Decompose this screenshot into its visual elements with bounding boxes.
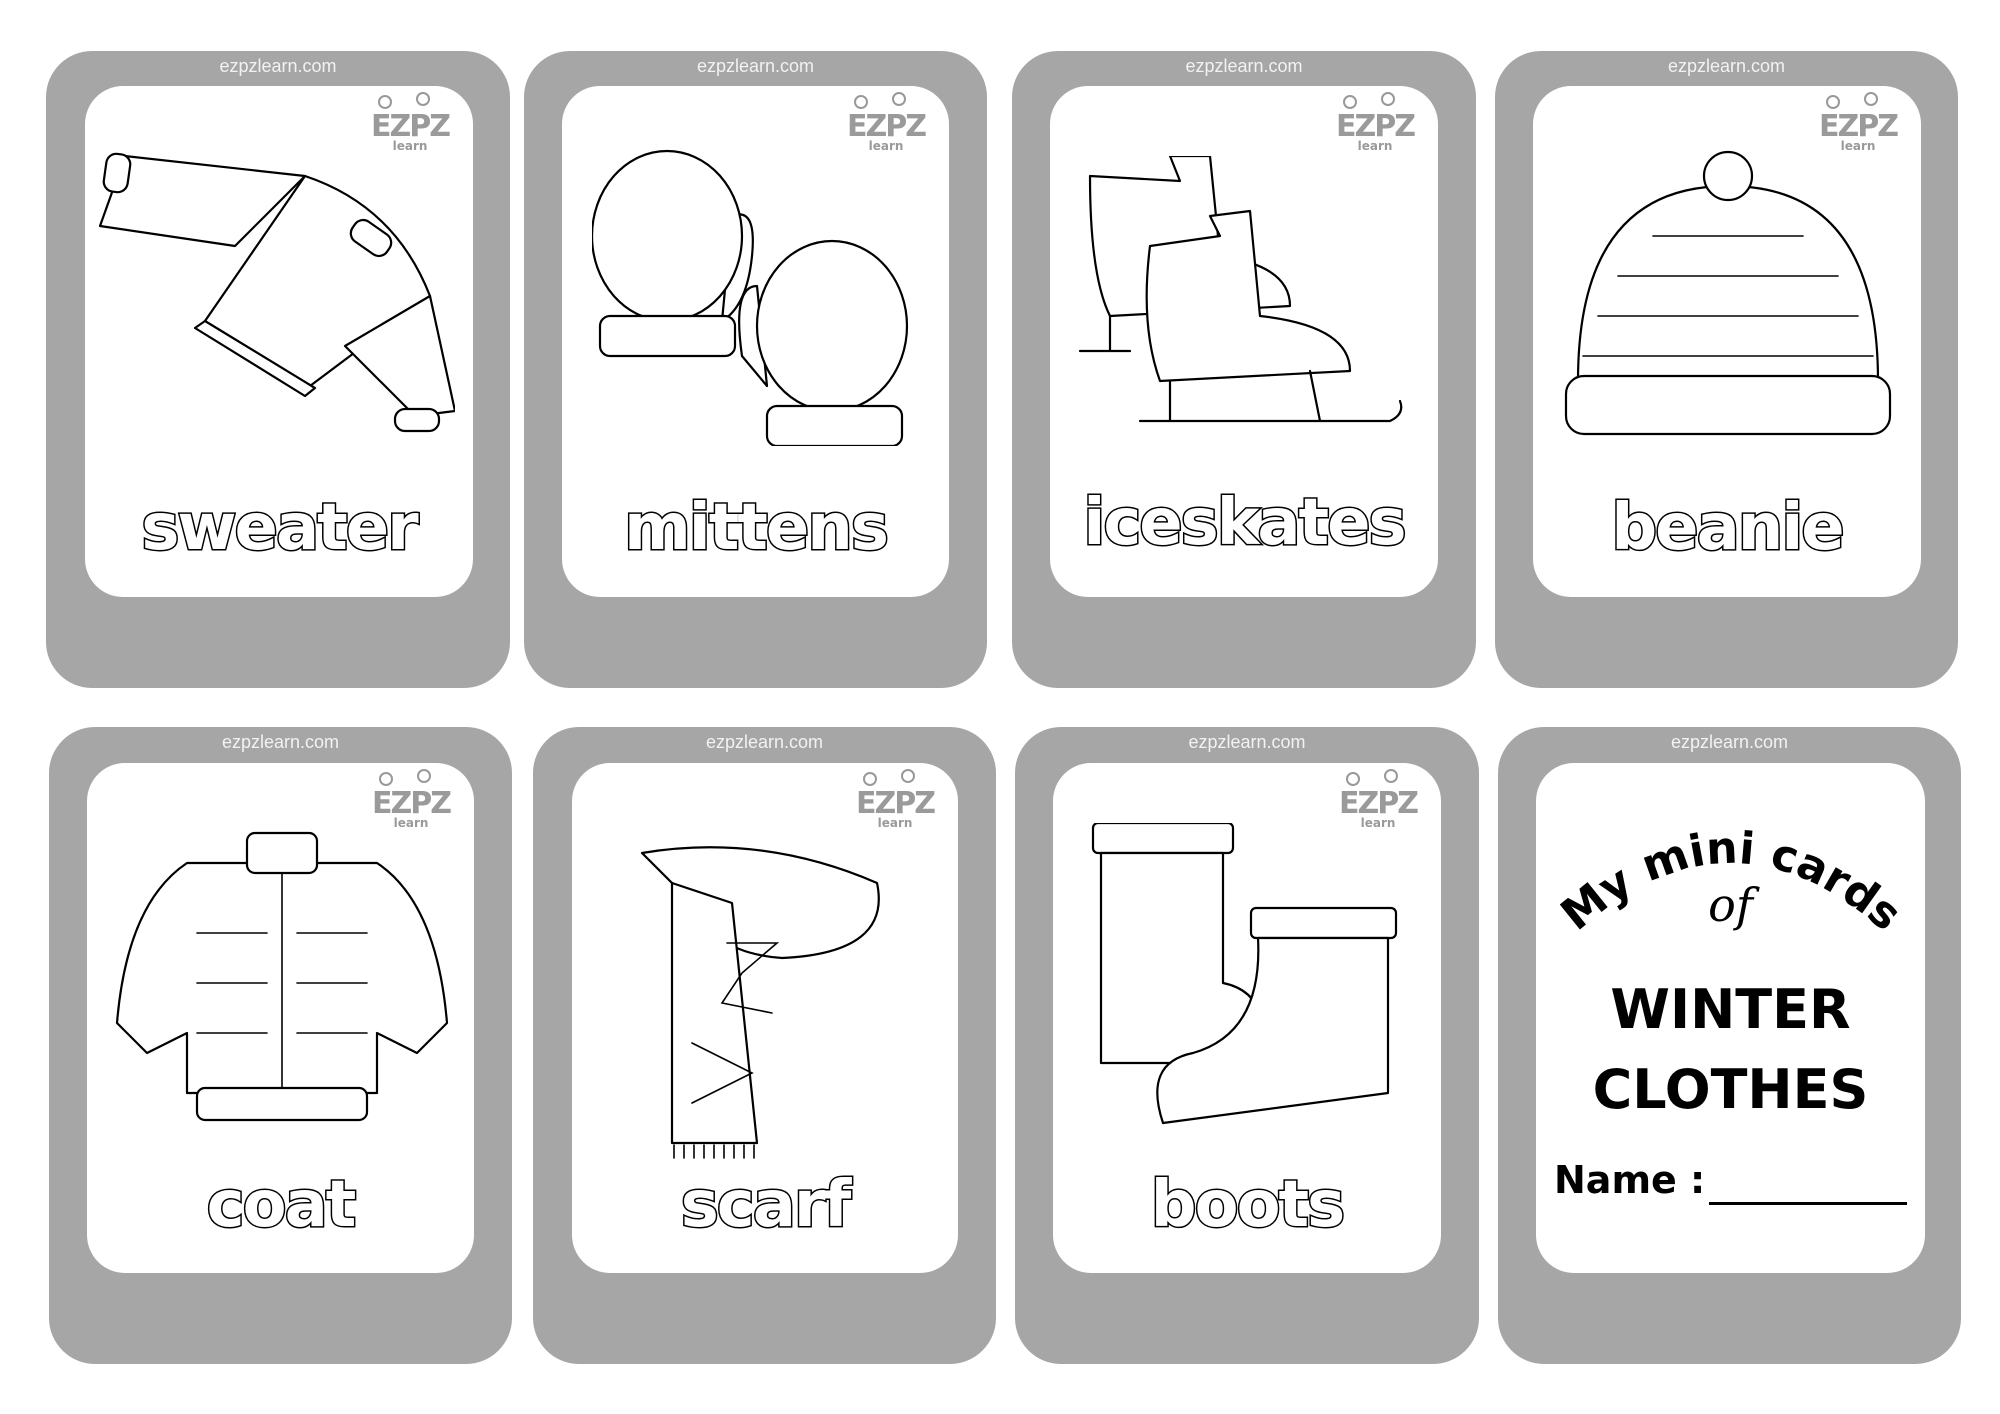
beanie-icon	[1564, 150, 1892, 436]
svg-text:EZPZ: EZPZ	[847, 109, 926, 144]
site-url: ezpzlearn.com	[1185, 56, 1303, 76]
sweater-icon	[98, 152, 455, 433]
svg-text:EZPZ: EZPZ	[856, 786, 935, 821]
cover-title-clothes: CLOTHES	[1592, 1058, 1869, 1121]
svg-text:EZPZ: EZPZ	[1819, 109, 1898, 144]
cover-of: of	[1708, 878, 1753, 932]
card-face: My mini cards of WINTER CLOTHES Name :	[1536, 763, 1925, 1273]
name-underline[interactable]	[1709, 1202, 1907, 1205]
ezpz-logo-icon: EZPZ learn	[1336, 92, 1417, 152]
flashcard-mittens: ezpzlearn.com EZPZ learn mittens	[524, 51, 987, 688]
svg-text:learn: learn	[1361, 816, 1396, 829]
site-url: ezpzlearn.com	[696, 56, 815, 76]
site-url: ezpzlearn.com	[705, 732, 824, 752]
ezpz-logo-icon: EZPZ learn	[1339, 769, 1420, 829]
svg-text:learn: learn	[1358, 139, 1393, 152]
cover-card: ezpzlearn.com My mini cards of WINTER CL…	[1498, 727, 1961, 1364]
svg-text:EZPZ: EZPZ	[372, 786, 451, 821]
card-face: EZPZ learn iceskates	[1050, 86, 1438, 597]
ezpz-logo-icon: EZPZ learn	[847, 92, 928, 152]
flashcard-boots: ezpzlearn.com EZPZ learn boots	[1015, 727, 1479, 1364]
card-word: iceskates	[1082, 485, 1408, 562]
svg-text:learn: learn	[869, 139, 904, 152]
mittens-icon	[592, 149, 909, 446]
card-word: coat	[205, 1167, 358, 1244]
flashcard-coat: ezpzlearn.com EZPZ learn coat	[49, 727, 512, 1364]
card-face: EZPZ learn boots	[1053, 763, 1441, 1273]
card-word: mittens	[623, 490, 891, 567]
svg-text:learn: learn	[394, 816, 429, 829]
name-field[interactable]: Name :	[1554, 1158, 1907, 1208]
coat-icon	[115, 831, 449, 1122]
ezpz-logo-icon: EZPZ learn	[1819, 92, 1900, 152]
ice-skates-icon	[1078, 156, 1403, 423]
svg-text:EZPZ: EZPZ	[371, 109, 450, 144]
ezpz-logo-icon: EZPZ learn	[372, 769, 453, 829]
card-word: boots	[1149, 1167, 1346, 1244]
flashcard-scarf: ezpzlearn.com EZPZ learn scarf	[533, 727, 996, 1364]
ezpz-logo-icon: EZPZ learn	[856, 769, 937, 829]
cover-arc-title: My mini cards	[1552, 822, 1911, 940]
scarf-icon	[640, 846, 880, 1159]
cover-title-winter: WINTER	[1610, 978, 1851, 1041]
card-face: EZPZ learn mittens	[562, 86, 949, 597]
site-url: ezpzlearn.com	[1188, 732, 1306, 752]
card-word: scarf	[679, 1167, 853, 1244]
card-face: EZPZ learn sweater	[85, 86, 473, 597]
flashcard-iceskates: ezpzlearn.com EZPZ learn iceskates	[1012, 51, 1476, 688]
flashcard-sweater: ezpzlearn.com EZPZ learn sweater	[46, 51, 510, 688]
ezpz-logo-icon: EZPZ learn	[371, 92, 452, 152]
svg-text:EZPZ: EZPZ	[1339, 786, 1418, 821]
site-url: ezpzlearn.com	[1670, 732, 1789, 752]
site-url: ezpzlearn.com	[219, 56, 337, 76]
svg-text:learn: learn	[393, 139, 428, 152]
card-face: EZPZ learn coat	[87, 763, 474, 1273]
site-url: ezpzlearn.com	[1667, 56, 1786, 76]
svg-text:learn: learn	[1841, 139, 1876, 152]
svg-text:learn: learn	[878, 816, 913, 829]
card-word: beanie	[1610, 490, 1846, 567]
flashcard-beanie: ezpzlearn.com EZPZ learn beanie	[1495, 51, 1958, 688]
site-url: ezpzlearn.com	[221, 732, 340, 752]
boots-icon	[1091, 823, 1398, 1125]
card-face: EZPZ learn scarf	[572, 763, 958, 1273]
svg-text:EZPZ: EZPZ	[1336, 109, 1415, 144]
name-label: Name :	[1554, 1158, 1706, 1202]
card-word: sweater	[140, 490, 420, 567]
card-face: EZPZ learn beanie	[1533, 86, 1921, 597]
